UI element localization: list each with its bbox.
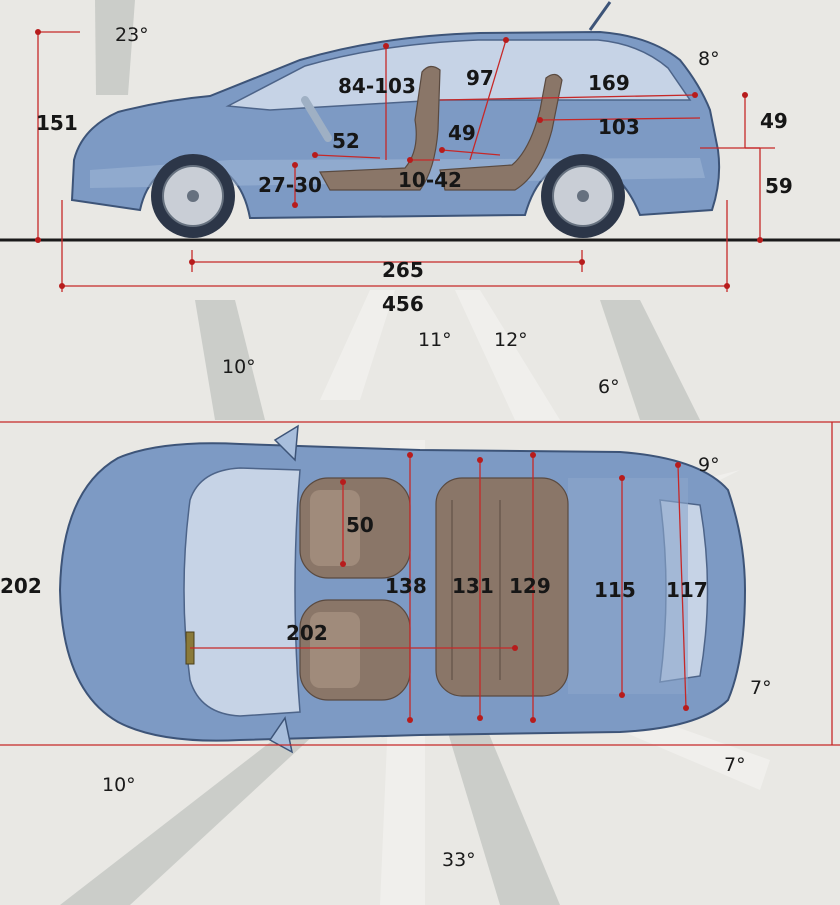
mirror-left bbox=[273, 424, 299, 462]
rear-angle-label: 8° bbox=[698, 48, 720, 70]
rear-shoulder-label: 129 bbox=[509, 574, 551, 598]
width-label: 202 bbox=[0, 574, 42, 598]
front-elbow-label: 138 bbox=[385, 574, 427, 598]
sill-height-label: 59 bbox=[765, 174, 793, 198]
front-headroom-label: 84-103 bbox=[338, 74, 416, 98]
tailgate-height-label: 49 bbox=[760, 109, 788, 133]
ramp-front-angle-label: 11° bbox=[418, 329, 452, 351]
departure-angle-ray bbox=[600, 300, 700, 420]
windshield-angle-ray bbox=[95, 0, 135, 95]
front-cushion-label: 52 bbox=[332, 129, 360, 153]
side-view: 151 84-103 97 169 52 49 103 49 27-30 10-… bbox=[0, 0, 840, 420]
car-side-windows bbox=[225, 39, 692, 111]
rear-seat-side bbox=[439, 73, 563, 191]
rear-length-label: 103 bbox=[598, 115, 640, 139]
rear-cushion-line bbox=[441, 149, 501, 156]
rear-elbow-label: 131 bbox=[452, 574, 494, 598]
boot-width-max-label: 117 bbox=[666, 578, 708, 602]
length-label: 456 bbox=[382, 292, 424, 316]
seat-height-label: 27-30 bbox=[258, 173, 322, 197]
front-bottom-angle-label: 33° bbox=[442, 849, 476, 871]
rear-headroom-line bbox=[469, 39, 507, 161]
boot-width-min-label: 115 bbox=[594, 578, 636, 602]
seat-width-label: 50 bbox=[346, 513, 374, 537]
windshield-top bbox=[183, 467, 301, 717]
rear-top-angle-label: 9° bbox=[698, 454, 720, 476]
rear-bench-seat bbox=[435, 477, 569, 697]
boot-width-max-line bbox=[677, 464, 687, 709]
knee-room-label: 10-42 bbox=[398, 168, 462, 192]
rear-length-line bbox=[539, 117, 701, 121]
rear-side-angle-label: 7° bbox=[750, 677, 772, 699]
ramp-angle-ray-front bbox=[320, 290, 395, 400]
departure-angle-label: 6° bbox=[598, 376, 620, 398]
ramp-rear-angle-label: 12° bbox=[494, 329, 528, 351]
pedal-to-seat-label: 202 bbox=[286, 621, 328, 645]
load-length-label: 169 bbox=[588, 71, 630, 95]
windshield-angle-label: 23° bbox=[115, 24, 149, 46]
rear-headroom-label: 97 bbox=[466, 66, 494, 90]
mirror-right bbox=[268, 716, 294, 754]
approach-angle-label: 10° bbox=[222, 356, 256, 378]
ramp-angle-ray-rear bbox=[455, 290, 560, 420]
approach-angle-ray bbox=[195, 300, 265, 420]
height-label: 151 bbox=[36, 111, 78, 135]
front-cushion-line bbox=[314, 154, 381, 159]
front-seat-side bbox=[319, 65, 441, 191]
load-length-line bbox=[439, 94, 696, 101]
rear-cushion-label: 49 bbox=[448, 121, 476, 145]
front-left-angle-label: 10° bbox=[102, 774, 136, 796]
wheelbase-label: 265 bbox=[382, 258, 424, 282]
rear-bottom-angle-label: 7° bbox=[724, 754, 746, 776]
top-view: 202 50 138 131 129 115 117 202 9° 7° 7° … bbox=[0, 421, 840, 905]
